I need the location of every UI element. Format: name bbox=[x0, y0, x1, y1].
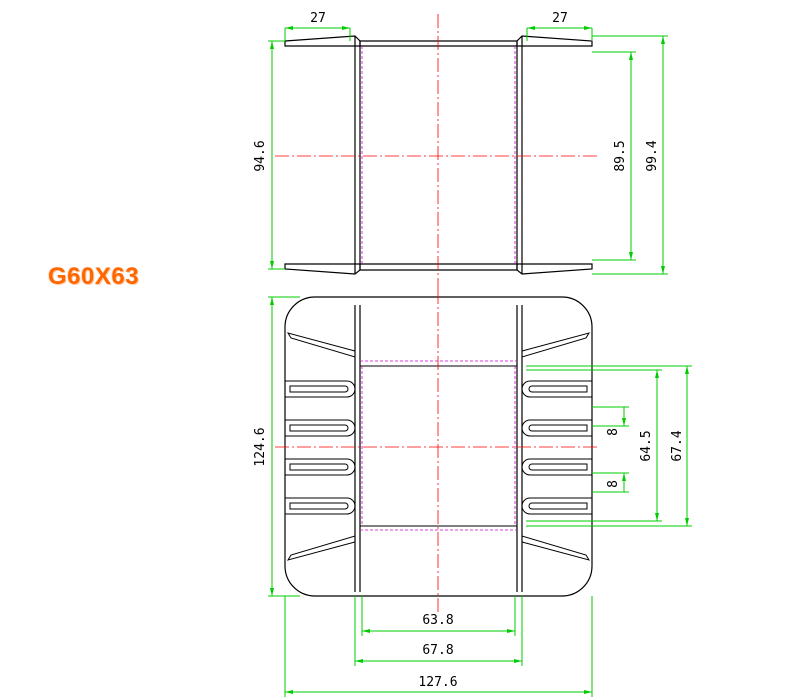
dim-slot-upper: 8 bbox=[606, 428, 621, 436]
dim-top-left-height: 94.6 bbox=[253, 140, 268, 171]
dim-bottom-overall-width: 127.6 bbox=[418, 675, 457, 690]
front-outline bbox=[284, 296, 593, 597]
dim-window-height-outer: 67.4 bbox=[670, 430, 685, 461]
dim-bottom-middle-width: 67.8 bbox=[422, 643, 453, 658]
dimension-lines bbox=[268, 26, 692, 697]
dim-top-right-flange: 27 bbox=[552, 11, 568, 26]
dim-front-left-height: 124.6 bbox=[253, 427, 268, 466]
dim-top-right-outer-height: 99.4 bbox=[645, 140, 660, 171]
top-flange-left bbox=[284, 35, 361, 47]
dim-bottom-inner-width: 63.8 bbox=[422, 613, 453, 628]
dim-window-height-inner: 64.5 bbox=[639, 430, 654, 461]
top-flange-right bbox=[516, 35, 593, 47]
dim-top-right-inner-height: 89.5 bbox=[613, 140, 628, 171]
dim-top-left-flange: 27 bbox=[310, 11, 326, 26]
front-view bbox=[275, 290, 600, 612]
dim-slot-lower: 8 bbox=[606, 480, 621, 488]
top-view bbox=[275, 14, 600, 290]
part-label: G60X63 bbox=[48, 263, 140, 290]
bottom-flange-left bbox=[284, 263, 361, 275]
right-pins bbox=[521, 332, 592, 561]
bottom-flange-right bbox=[516, 263, 593, 275]
dimension-labels: 27 27 94.6 89.5 99.4 124.6 8 8 64.5 67.4… bbox=[253, 11, 685, 690]
left-pins bbox=[285, 332, 356, 561]
